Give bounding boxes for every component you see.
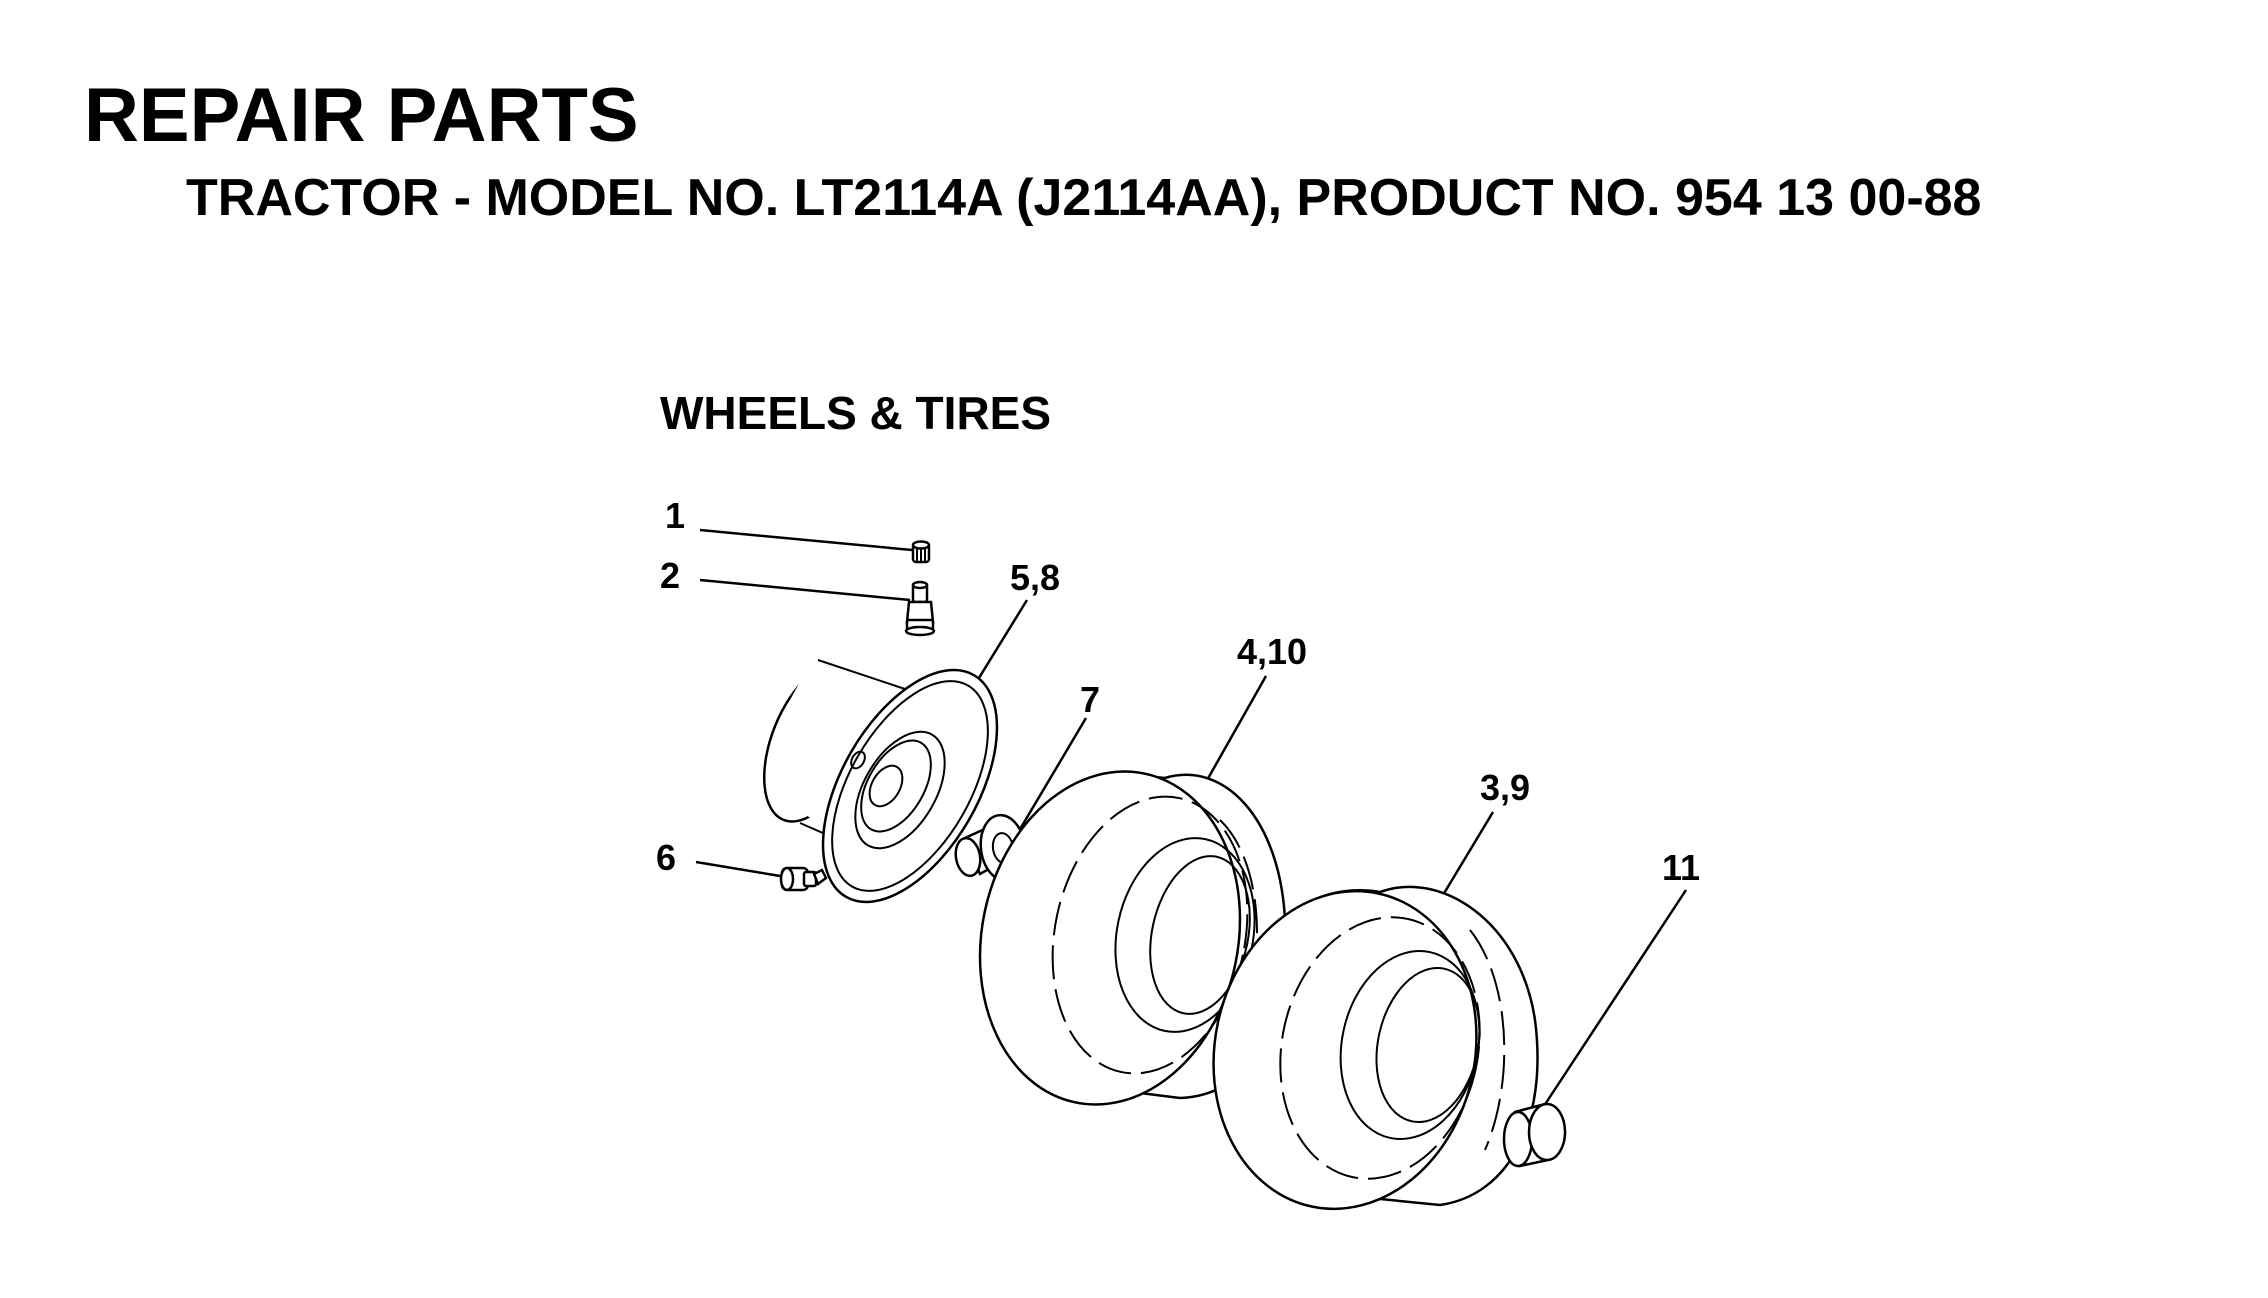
leader-line-4-10 [1204,675,1268,783]
callout-label-1: 1 [665,495,685,536]
grease-fitting-icon [779,866,828,892]
leader-line-6 [695,860,781,878]
page-subtitle: TRACTOR - MODEL NO. LT2114A (J2114AA), P… [186,169,1982,227]
axle-bushing-icon [1502,1102,1567,1168]
callout-label-6: 6 [656,837,676,878]
leader-line-1 [699,528,913,552]
section-title: WHEELS & TIRES [660,387,1052,439]
callout-label-11: 11 [1662,847,1700,888]
rear-tire-icon [1212,885,1539,1211]
valve-cap-icon [911,540,931,564]
callout-label-2: 2 [660,555,680,596]
bushing-icon [954,813,1027,883]
callout-label-7: 7 [1080,679,1100,720]
valve-stem-icon [904,580,936,637]
page-title: REPAIR PARTS [84,73,639,158]
callout-label-3-9: 3,9 [1480,767,1530,808]
leader-line-7 [1014,717,1088,837]
leader-line-2 [699,578,911,602]
callout-label-5-8: 5,8 [1010,557,1060,598]
callout-label-4-10: 4,10 [1237,631,1307,672]
leader-line-11 [1538,889,1688,1113]
wheel-rim-icon [762,652,999,904]
